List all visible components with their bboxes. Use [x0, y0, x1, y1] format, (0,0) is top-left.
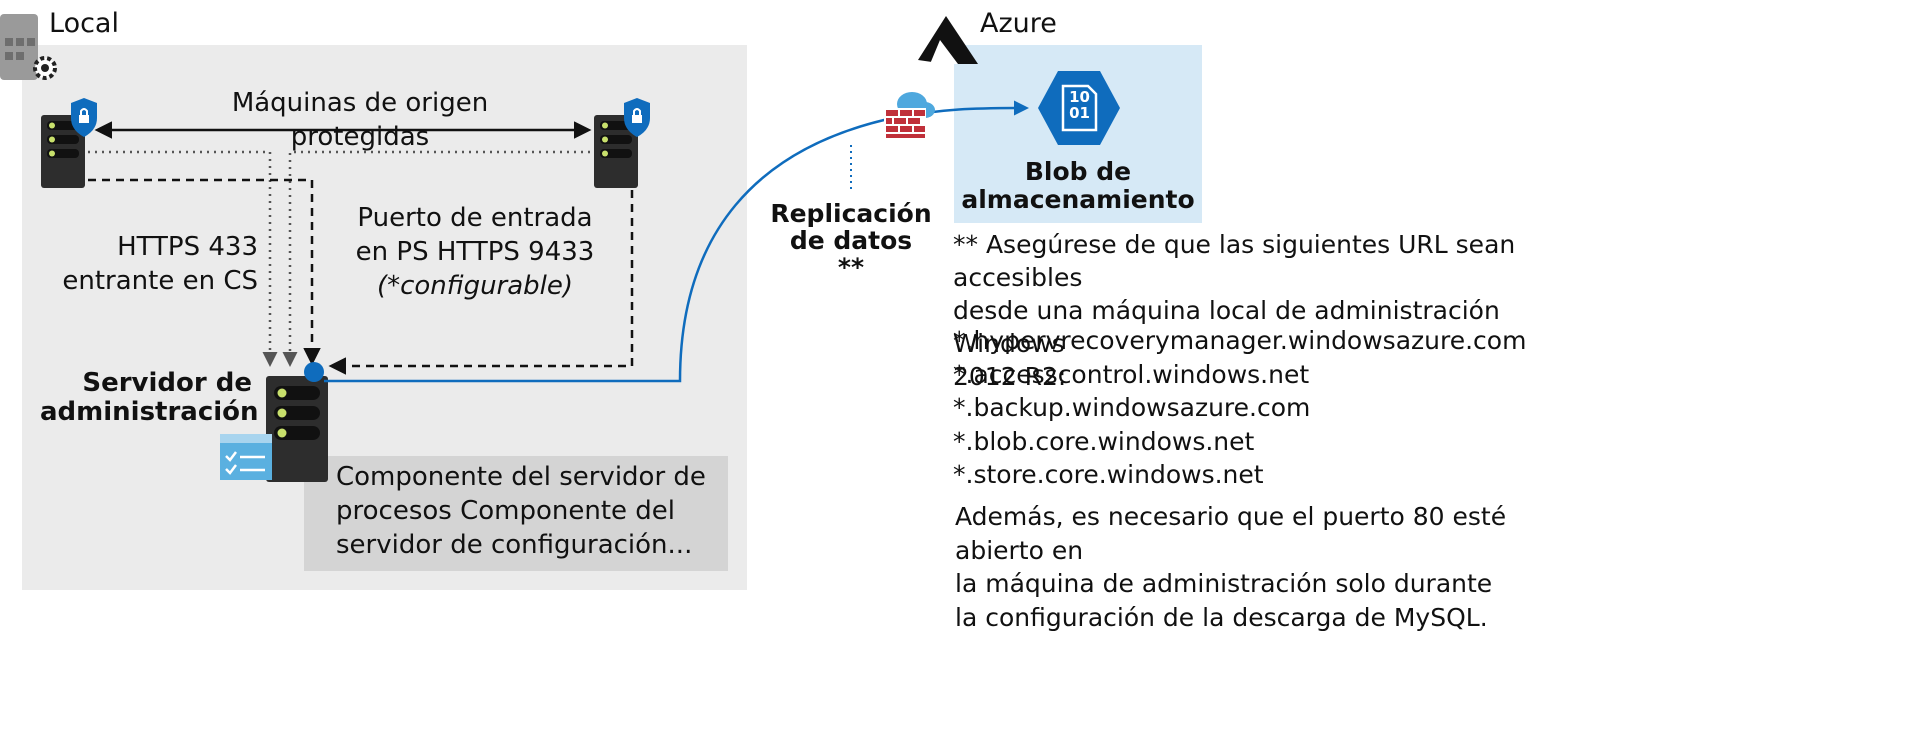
ps-port-label: Puerto de entrada en PS HTTPS 9433 (*con… — [340, 201, 610, 303]
url-item: *.blob.core.windows.net — [953, 426, 1255, 456]
url-item: *.store.core.windows.net — [953, 460, 1264, 489]
protected-sources-label: Máquinas de origen protegidas — [231, 88, 489, 152]
blob-label: Blob de almacenamiento — [954, 158, 1202, 214]
ps-port-line1: Puerto de entrada — [357, 203, 593, 233]
blob-icon-line1: 10 — [1069, 88, 1090, 106]
dashed-line-left — [88, 178, 321, 366]
url-item: *.backup.windowsazure.com — [953, 393, 1311, 422]
shield-lock-left-icon — [71, 98, 97, 137]
notes-intro-line3: 2012 R2: — [953, 362, 1067, 391]
blob-line2: almacenamiento — [961, 185, 1195, 214]
blob-line1: Blob de — [1024, 157, 1132, 186]
replication-line1: Replicación — [770, 199, 932, 228]
local-label: Local — [49, 8, 119, 39]
replication-line2: de datos — [789, 226, 913, 255]
notes-intro: ** Asegúrese de que las siguientes URL s… — [953, 228, 1553, 393]
components-line2: procesos Componente del — [336, 496, 676, 526]
azure-label: Azure — [980, 8, 1057, 39]
notes-extra-line3: la configuración de la descarga de MySQL… — [955, 602, 1488, 632]
components-text: Componente del servidor de procesos Comp… — [336, 460, 726, 562]
management-server-label: Servidor de administración — [40, 368, 259, 427]
notes-extra-line1: Además, es necesario que el puerto 80 es… — [955, 502, 1507, 565]
azure-logo-icon — [918, 16, 978, 64]
blob-storage-icon — [1038, 71, 1120, 145]
blob-icon-binary: 10 01 — [1063, 89, 1096, 121]
shield-lock-right-icon — [624, 98, 650, 137]
replication-path — [324, 100, 1029, 383]
replication-label: Replicación de datos ** — [770, 200, 932, 281]
checklist-icon — [220, 434, 272, 480]
https-433-line2: entrante en CS — [62, 266, 258, 296]
notes-intro-line2: desde una máquina local de administració… — [953, 296, 1500, 358]
url-item: *.accesscontrol.windows.net — [953, 359, 1310, 389]
management-server-line2: administración — [40, 397, 259, 427]
https-433-label: HTTPS 433 entrante en CS — [40, 230, 258, 298]
management-server-line1: Servidor de — [82, 368, 252, 398]
notes-extra-line2: la máquina de administración solo durant… — [955, 569, 1493, 598]
components-box — [304, 456, 728, 571]
dashed-line-right — [328, 190, 634, 375]
components-line1: Componente del servidor de — [336, 462, 706, 492]
management-server-icon — [266, 376, 328, 482]
ps-port-line3: (*configurable) — [376, 271, 574, 301]
protected-server-right-icon — [594, 115, 638, 188]
url-item: *.hypervrecoverymanager.windowsazure.com — [953, 326, 1527, 355]
process-server-node — [304, 362, 324, 382]
replication-line3: ** — [837, 253, 865, 282]
components-line3: servidor de configuración... — [336, 530, 693, 560]
dotted-line-right — [282, 150, 590, 367]
building-gear-icon — [0, 14, 57, 80]
blob-icon-line2: 01 — [1069, 104, 1090, 122]
url-list: *.hypervrecoverymanager.windowsazure.com… — [953, 324, 1553, 492]
protected-server-left-icon — [41, 115, 85, 188]
firewall-cloud-icon — [884, 92, 935, 140]
dotted-line-left — [88, 150, 278, 367]
https-433-line1: HTTPS 433 — [117, 232, 258, 262]
notes-extra: Además, es necesario que el puerto 80 es… — [955, 500, 1555, 634]
ps-port-line2: en PS HTTPS 9433 — [355, 237, 595, 267]
notes-intro-line1: ** Asegúrese de que las siguientes URL s… — [953, 230, 1516, 292]
